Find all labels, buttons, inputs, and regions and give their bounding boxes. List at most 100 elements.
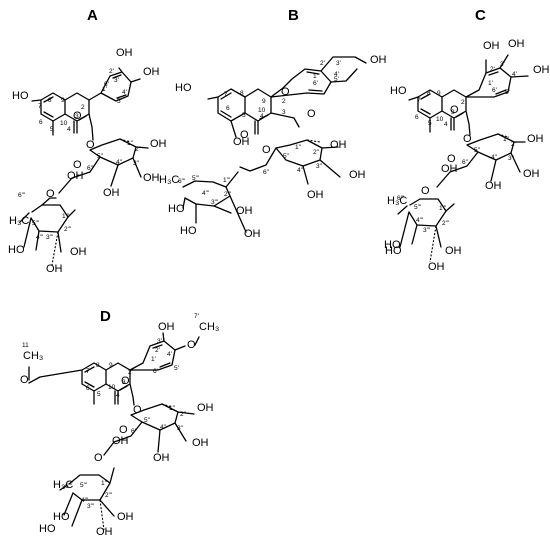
position-number-c-21: 6"' xyxy=(397,195,404,202)
position-number-a-14: 3 xyxy=(75,113,79,120)
atom-label-b-7: H₃C xyxy=(159,174,179,186)
position-number-c-23: 1"' xyxy=(439,205,446,212)
position-number-a-18: 4" xyxy=(116,159,123,166)
atom-label-b-6: O xyxy=(262,144,271,156)
position-number-d-2: 2' xyxy=(155,347,160,354)
position-number-b-23: 6"' xyxy=(178,178,185,185)
position-number-d-15: 4 xyxy=(116,392,120,399)
atom-label-d-13: OH xyxy=(197,402,214,414)
atom-label-b-4: O xyxy=(240,129,249,141)
position-number-b-16: 2" xyxy=(313,149,320,156)
position-number-c-0: 2' xyxy=(490,66,495,73)
position-number-d-12: 6 xyxy=(86,385,90,392)
atom-label-b-14: OH xyxy=(307,189,324,201)
position-number-d-6: 6' xyxy=(153,368,158,375)
position-number-b-12: 3 xyxy=(282,109,286,116)
position-number-c-24: 4"' xyxy=(416,217,423,224)
position-number-a-24: 3"' xyxy=(46,234,53,241)
position-number-c-4: 1' xyxy=(488,80,493,87)
position-number-d-17: 1" xyxy=(169,405,176,412)
position-number-c-11: 5 xyxy=(428,120,432,127)
position-number-b-25: 2"' xyxy=(224,191,231,198)
position-number-c-8: 2 xyxy=(461,99,465,106)
position-number-d-16: 3 xyxy=(122,379,126,386)
atom-label-a-4: O xyxy=(73,159,82,171)
structure-d xyxy=(28,332,200,531)
panel-letter-d: D xyxy=(100,308,111,325)
panel-letter-b: B xyxy=(288,7,299,24)
atom-labels: OHOHHOOOOHOOH₃CHOOHOHOHOHOH2'3'4'5'1'6'8… xyxy=(8,38,550,538)
position-number-a-0: 2' xyxy=(109,68,114,75)
position-number-c-19: 5" xyxy=(474,147,481,154)
position-number-a-23: 2"' xyxy=(64,226,71,233)
position-number-b-1: 3' xyxy=(336,60,341,67)
atom-label-d-17: OH xyxy=(96,526,113,538)
position-number-b-8: 9 xyxy=(262,98,266,105)
atom-label-d-4: O xyxy=(20,374,29,386)
atom-label-d-9: O xyxy=(94,452,103,464)
atom-label-d-12: HO xyxy=(39,523,56,535)
position-number-b-26: 3"' xyxy=(211,199,218,206)
atom-label-c-2: OH xyxy=(533,64,550,76)
position-number-c-18: 4" xyxy=(491,154,498,161)
atom-label-a-0: OH xyxy=(116,47,133,59)
position-number-c-13: 4 xyxy=(444,121,448,128)
position-number-d-0: 7' xyxy=(194,313,199,320)
atom-label-d-0: OH xyxy=(158,321,175,333)
position-number-d-7: 5' xyxy=(174,365,179,372)
structure-b xyxy=(182,56,367,233)
atom-label-d-1: O xyxy=(187,339,196,351)
position-number-a-13: 4 xyxy=(67,126,71,133)
position-number-a-17: 3" xyxy=(133,160,140,167)
position-number-d-19: 3" xyxy=(177,425,184,432)
position-number-c-6: 8 xyxy=(427,90,431,97)
atom-label-d-2: CH₃ xyxy=(199,321,219,333)
atom-label-c-12: OH xyxy=(527,133,544,145)
atom-label-a-7: O xyxy=(46,188,55,200)
atom-label-d-8: O xyxy=(133,404,142,416)
atom-label-d-14: OH xyxy=(192,437,209,449)
atom-label-b-9: HO xyxy=(180,225,197,237)
position-number-b-7: 8 xyxy=(240,90,244,97)
position-number-d-23: 6"' xyxy=(65,483,72,490)
atom-label-d-5: O xyxy=(121,375,130,387)
atom-label-c-15: OH xyxy=(445,245,462,257)
position-number-d-10: 2 xyxy=(128,369,132,376)
position-number-c-14: 3 xyxy=(451,109,455,116)
position-number-d-5: 1' xyxy=(151,356,156,363)
atom-label-c-16: OH xyxy=(428,261,445,273)
position-number-d-21: 5" xyxy=(144,417,151,424)
position-number-d-4: 4' xyxy=(167,351,172,358)
atom-label-a-10: OH xyxy=(150,138,167,150)
position-number-b-2: 4' xyxy=(334,71,339,78)
position-number-a-19: 5" xyxy=(97,153,104,160)
atom-label-d-7: OH xyxy=(112,435,129,447)
position-number-a-22: 1"' xyxy=(62,213,69,220)
atom-label-b-3: O xyxy=(307,108,316,120)
position-number-d-26: 4"' xyxy=(81,497,88,504)
position-number-d-28: 3"' xyxy=(87,503,94,510)
position-number-c-5: 6' xyxy=(492,87,497,94)
position-number-c-12: 10 xyxy=(436,116,444,123)
panel-letter-c: C xyxy=(475,7,486,24)
position-number-c-9: 7 xyxy=(417,97,421,104)
position-number-b-13: 5 xyxy=(242,112,246,119)
position-number-d-1: 11 xyxy=(22,342,29,349)
position-number-d-3: 3' xyxy=(157,338,162,345)
position-number-b-4: 1' xyxy=(313,73,318,80)
atom-label-c-4: O xyxy=(450,104,459,116)
atom-label-d-11: HO xyxy=(53,511,70,523)
position-number-a-4: 1' xyxy=(102,86,107,93)
atom-label-c-7: O xyxy=(463,133,472,145)
position-number-a-1: 3' xyxy=(114,77,119,84)
position-number-a-7: 9 xyxy=(61,97,65,104)
structure-c xyxy=(397,54,529,263)
position-number-b-6: 7 xyxy=(224,91,228,98)
position-number-a-3: 5' xyxy=(117,98,122,105)
atom-label-b-11: OH xyxy=(244,228,261,240)
position-number-d-8: 8 xyxy=(96,362,100,369)
atom-label-a-5: OH xyxy=(67,170,84,182)
atom-label-a-6: O xyxy=(86,139,95,151)
atom-label-d-3: CH₃ xyxy=(23,350,43,362)
